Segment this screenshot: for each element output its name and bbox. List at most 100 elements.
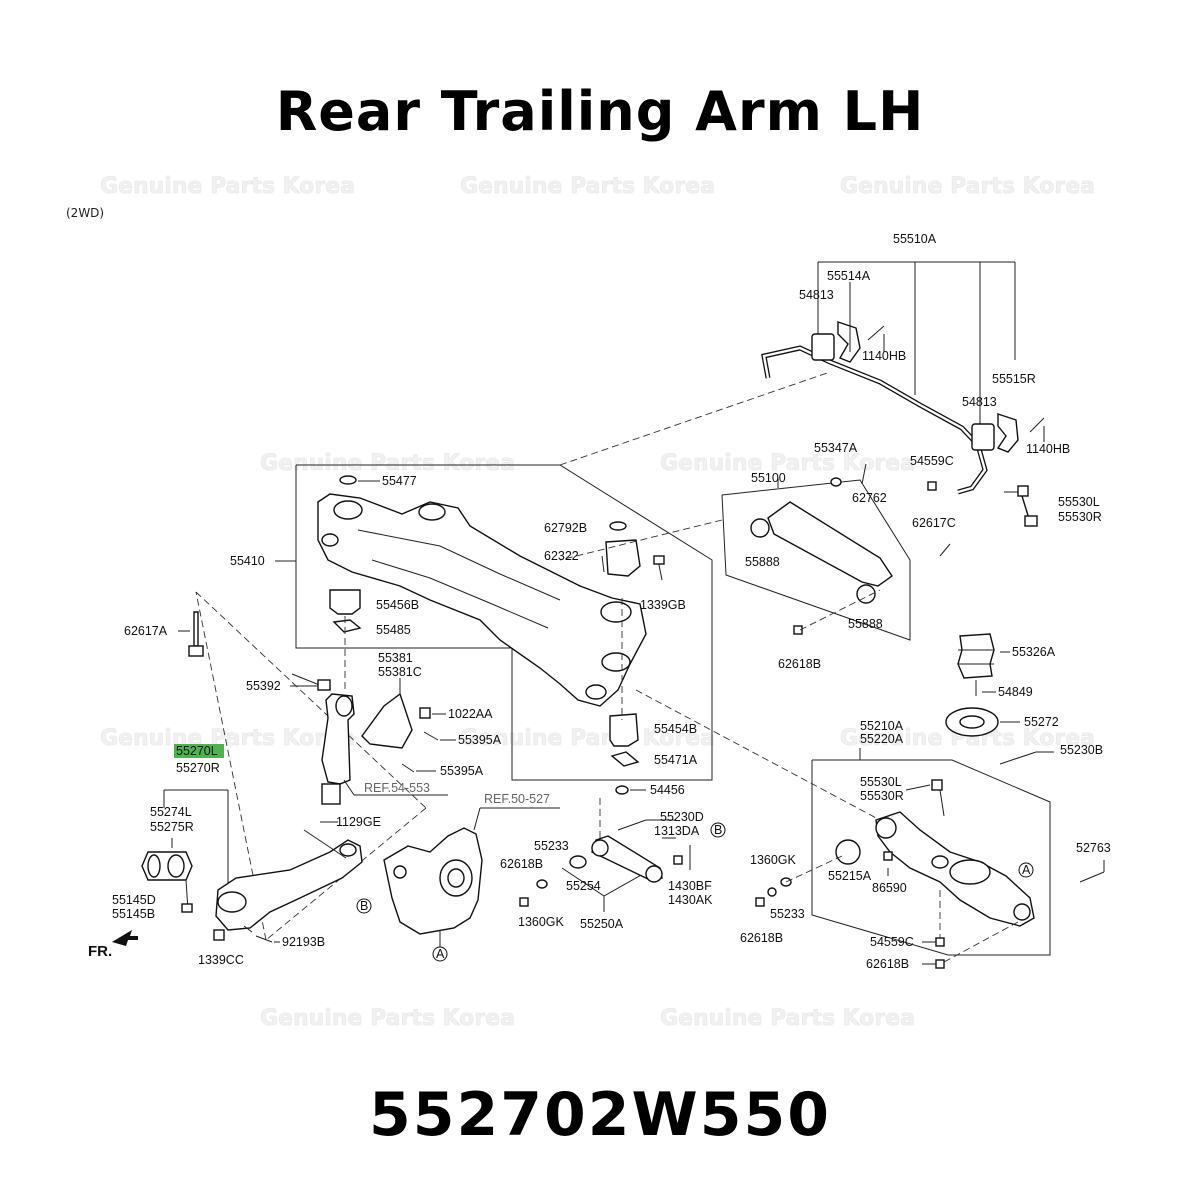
watermark: Genuine Parts Korea (100, 174, 355, 199)
callout-label: 62618B (778, 657, 821, 671)
bolt-86590 (883, 851, 893, 861)
arm-55250A (591, 835, 663, 881)
bolt-1140HB (867, 325, 885, 341)
callout-label: 1430AK (668, 893, 713, 907)
watermark: Genuine Parts Korea (660, 451, 915, 476)
callout-label: 55254 (566, 879, 601, 893)
stabilizer-bar-group (761, 261, 1045, 527)
callout-label: 62618B (740, 931, 783, 945)
nut-54559C-b (935, 937, 945, 947)
callout-label: 86590 (872, 881, 907, 895)
nut-62618B-b (519, 897, 529, 907)
bolt-55395A-b (401, 763, 415, 773)
subframe-group (275, 371, 831, 795)
bolt-55230B (999, 751, 1037, 765)
callout-labels: 55510A 55514A 54813 1140HB 55515R 54813 … (88, 232, 1111, 971)
callout-label: 1360GK (750, 853, 797, 867)
callout-label: 55471A (654, 753, 698, 767)
lower-arm-group (635, 689, 1105, 969)
callout-label: 55220A (860, 732, 904, 746)
callout-label: 1339CC (198, 953, 244, 967)
callout-label: 55477 (382, 474, 417, 488)
callout-label: 54813 (962, 395, 997, 409)
callout-label: 55270R (176, 761, 220, 775)
callout-label: 54456 (650, 783, 685, 797)
marker-a: A (1022, 863, 1031, 877)
washer-54456 (615, 785, 629, 795)
link-55530 (1017, 485, 1029, 497)
arm-55100 (767, 501, 893, 587)
trailing-arm-group (112, 744, 363, 946)
callout-label: 55145D (112, 893, 156, 907)
front-label: FR. (88, 943, 112, 960)
bolt-52763 (1079, 871, 1105, 883)
callout-label: 55275R (150, 820, 194, 834)
watermark-layer: Genuine Parts Korea Genuine Parts Korea … (100, 174, 1096, 1032)
bolt-55392 (291, 673, 323, 687)
bracket-55381 (361, 692, 413, 749)
callout-label: 62617A (124, 624, 168, 638)
callout-label: 55233 (770, 907, 805, 921)
washer-55233 (536, 879, 548, 889)
watermark: Genuine Parts Korea (460, 726, 715, 751)
callout-label: 55250A (580, 917, 624, 931)
spring-group (945, 633, 1020, 737)
bolt-55230D (617, 819, 647, 831)
bushing-55456B (329, 589, 361, 615)
callout-label: 55454B (654, 722, 697, 736)
callout-label: 62322 (544, 549, 579, 563)
callout-label: 62618B (500, 857, 543, 871)
drive-type-label: (2WD) (66, 206, 105, 220)
callout-label: 1129GE (336, 815, 381, 829)
nut-62618B-c (935, 959, 945, 969)
link-55530-lower (931, 779, 943, 791)
callout-label: 55230B (1060, 743, 1103, 757)
callout-label: 55510A (893, 232, 937, 246)
bushing-54813 (811, 333, 835, 361)
callout-label: 1022AA (448, 707, 493, 721)
callout-label: 55100 (751, 471, 786, 485)
arm-55250A-group (519, 798, 691, 912)
markers: B A B A (356, 822, 1034, 962)
callout-label: 62617C (912, 516, 956, 530)
clamp-55515R (996, 413, 1019, 453)
callout-label: 92193B (282, 935, 325, 949)
highlight-box (174, 744, 224, 758)
bolt-1140HB-right (1029, 417, 1045, 433)
bushing-55888-b (856, 584, 876, 604)
callout-label: 52763 (1076, 841, 1111, 855)
nut-1313DA (673, 855, 683, 865)
callout-label: 55145B (112, 907, 155, 921)
bushing-55888 (750, 518, 770, 538)
callout-label: 1360GK (518, 915, 565, 929)
nut-62618B (793, 625, 803, 635)
callout-label: 62792B (544, 521, 587, 535)
washer-55477 (339, 475, 357, 485)
callout-label: 62762 (852, 491, 887, 505)
callout-label: 54559C (910, 454, 954, 468)
trailing-arm-55270L (215, 839, 363, 931)
watermark: Genuine Parts Korea (260, 451, 515, 476)
callout-label: 1430BF (668, 879, 712, 893)
bolt-62617C (939, 543, 951, 557)
watermark: Genuine Parts Korea (100, 726, 355, 751)
bolt-62617A (193, 611, 199, 647)
callout-label: 55410 (230, 554, 265, 568)
callout-label: 1140HB (1026, 442, 1070, 456)
part-number: 552702W550 (369, 1080, 831, 1150)
bushing-55254 (569, 855, 587, 869)
washer-62792B (609, 521, 627, 531)
ref-label: REF.50-527 (484, 792, 550, 806)
callout-label: 55515R (992, 372, 1036, 386)
callout-label: 55485 (376, 623, 411, 637)
callout-label: 62618B (866, 957, 909, 971)
callout-label: 55347A (814, 441, 858, 455)
callout-label: 55272 (1024, 715, 1059, 729)
callout-label: 55392 (246, 679, 281, 693)
callout-label: 55381C (378, 665, 422, 679)
callout-label: 55326A (1012, 645, 1056, 659)
callout-label: 55888 (848, 617, 883, 631)
mount-62322 (605, 539, 641, 577)
callout-label: 55530R (1058, 510, 1102, 524)
